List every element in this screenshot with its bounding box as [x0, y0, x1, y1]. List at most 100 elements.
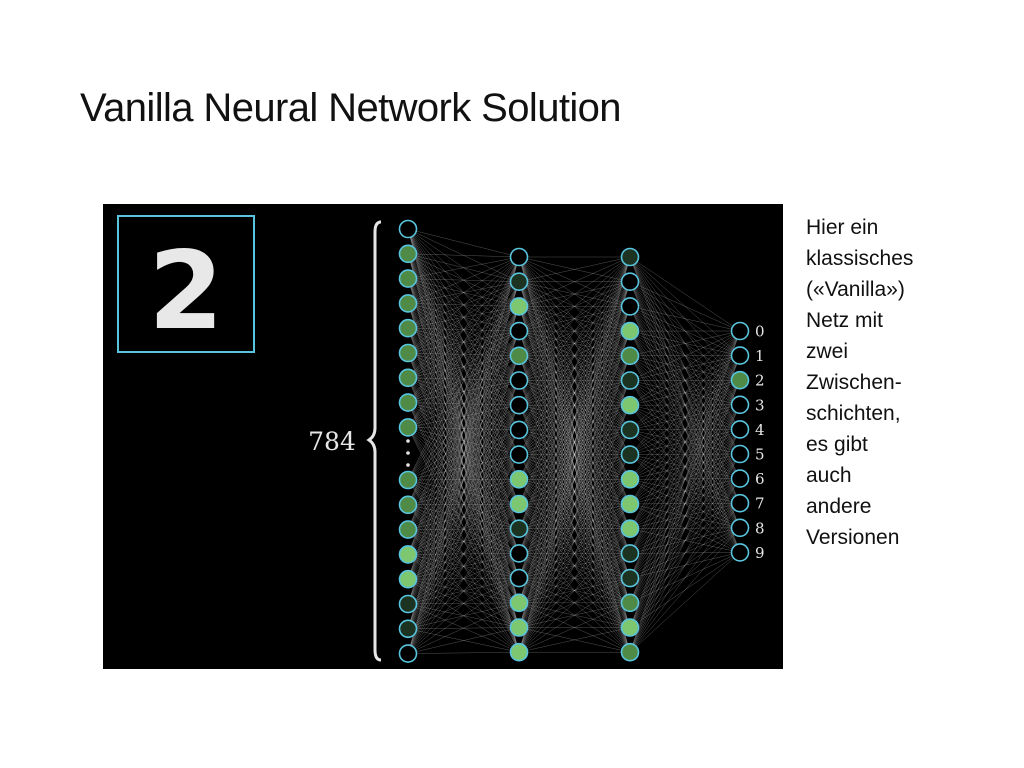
connection-line [407, 577, 520, 630]
connection-line [629, 330, 741, 356]
connection-line [407, 327, 520, 406]
connection-line [518, 503, 631, 554]
connection-line [518, 281, 631, 603]
connection-line [518, 355, 631, 529]
connection-line [629, 330, 741, 529]
connection-line [407, 303, 520, 554]
connection-line [518, 454, 631, 529]
connection-line [407, 454, 520, 654]
connection-line [518, 528, 631, 653]
connection-line [407, 228, 520, 653]
connection-line [518, 281, 631, 653]
connection-line [518, 479, 631, 505]
connection-line [518, 306, 631, 381]
connection-line [407, 402, 520, 455]
connection-line [407, 253, 520, 529]
connection-line [518, 281, 631, 455]
hidden-layer-2-neuron [620, 494, 640, 514]
connection-line [407, 330, 520, 379]
connection-line [629, 355, 741, 455]
connection-line [518, 256, 631, 554]
connection-line [629, 454, 741, 529]
hidden-layer-2-neuron [620, 420, 640, 440]
connection-line [407, 355, 520, 605]
connection-line [407, 281, 520, 428]
connection-line [629, 478, 741, 554]
connection-line [407, 355, 520, 629]
connection-line [407, 628, 520, 653]
connection-line [518, 306, 631, 505]
hidden-layer-2-neuron [620, 568, 640, 588]
connection-line [407, 603, 520, 653]
output-neuron [730, 395, 750, 415]
connection-line [629, 552, 741, 554]
connection-line [629, 306, 741, 430]
connection-line [518, 331, 631, 653]
connection-line [407, 405, 520, 530]
connection-line [407, 228, 520, 505]
connection-line [407, 602, 520, 630]
hidden-layer-1-neuron [509, 321, 529, 341]
connection-line [629, 429, 741, 455]
connection-line [629, 306, 741, 504]
connection-line [407, 627, 520, 630]
connection-line [629, 453, 741, 480]
connection-line [518, 553, 631, 653]
connection-line [629, 355, 741, 381]
connection-line [518, 281, 631, 529]
connection-line [629, 453, 741, 554]
connection-line [407, 278, 520, 332]
connection-line [518, 380, 631, 455]
connection-line [407, 352, 520, 554]
ellipsis-dots [406, 439, 410, 467]
connection-line [407, 380, 520, 654]
connection-line [407, 355, 520, 530]
connection-line [629, 429, 741, 603]
hidden-layer-2-neuron [620, 519, 640, 539]
connection-line [629, 405, 741, 553]
connection-line [518, 256, 631, 431]
connection-line [629, 355, 741, 505]
connection-line [629, 479, 741, 553]
connection-line [518, 256, 631, 406]
connection-line [407, 404, 520, 481]
neuron-nodes [398, 219, 750, 663]
connection-line [518, 479, 631, 505]
curly-brace [366, 220, 382, 662]
connection-line [407, 228, 520, 554]
connection-line [518, 380, 631, 480]
connection-line [407, 228, 520, 455]
connection-line [629, 355, 741, 381]
connection-line [629, 256, 741, 332]
connection-line [629, 404, 741, 554]
connection-line [629, 552, 741, 579]
hidden-layer-2-neuron [620, 469, 640, 489]
connection-line [407, 405, 520, 505]
connection-line [518, 281, 631, 579]
connection-line [407, 253, 520, 307]
connection-line [407, 528, 520, 530]
connection-line [518, 281, 631, 455]
connection-line [407, 228, 520, 628]
connection-line [518, 281, 631, 529]
connection-line [518, 330, 631, 554]
connection-line [407, 330, 520, 580]
connection-line [407, 281, 520, 354]
connection-line [407, 256, 520, 354]
connection-line [629, 380, 741, 603]
connection-line [518, 577, 631, 604]
connection-line [407, 380, 520, 580]
connection-line [629, 330, 741, 479]
connection-line [518, 454, 631, 653]
connection-line [518, 256, 631, 505]
connection-line [629, 380, 741, 653]
connection-line [629, 330, 741, 455]
connection-line [518, 256, 631, 455]
connection-line [518, 602, 631, 653]
output-neuron [730, 444, 750, 464]
connection-line [518, 355, 631, 381]
connection-line [407, 602, 520, 654]
connection-line [518, 330, 631, 480]
connection-line [629, 479, 741, 504]
connection-line [407, 306, 520, 329]
